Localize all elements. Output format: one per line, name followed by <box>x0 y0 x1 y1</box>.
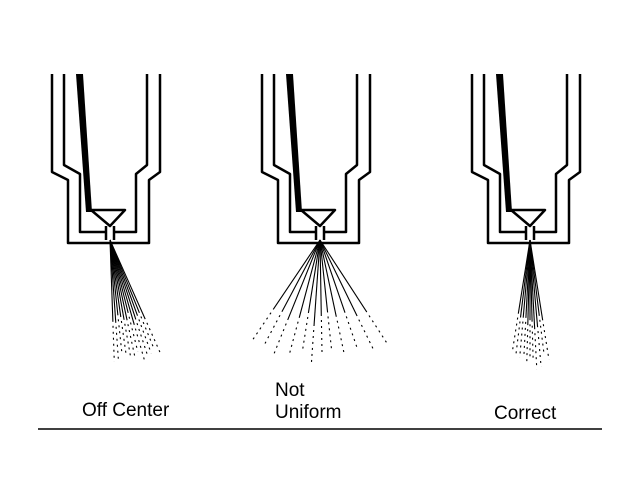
spray-stream <box>319 239 368 313</box>
needle-correct <box>496 74 512 212</box>
spray-droplets <box>127 324 136 360</box>
spray-droplets <box>120 320 127 357</box>
spray-droplets <box>511 317 519 354</box>
spray-droplets <box>302 316 309 349</box>
spray-droplets <box>289 321 299 353</box>
spray-droplets <box>252 312 272 340</box>
spray-droplets <box>140 316 155 351</box>
nozzle-not-uniform <box>260 74 372 245</box>
nozzle-off-center <box>50 74 162 245</box>
spray-droplets <box>138 319 152 354</box>
spray-droplets <box>534 333 538 370</box>
spray-not-uniform <box>252 239 387 362</box>
spray-correct <box>511 239 550 370</box>
spray-stream <box>287 239 321 321</box>
spray-stream <box>319 239 358 317</box>
spray-stream <box>319 239 337 317</box>
spray-stream <box>272 239 321 310</box>
spray-stream <box>529 239 544 321</box>
spray-droplets <box>273 323 287 354</box>
spray-droplets <box>128 316 139 352</box>
spray-droplets <box>523 321 527 358</box>
spray-droplets <box>310 329 315 362</box>
label-correct: Correct <box>494 403 557 424</box>
spray-droplets <box>320 319 323 353</box>
spray-droplets <box>124 323 132 360</box>
spray-droplets <box>327 316 332 349</box>
spray-droplets <box>542 324 550 360</box>
spray-droplets <box>117 319 123 356</box>
label-not-uniform-line1: Not <box>275 380 305 401</box>
spray-droplets <box>358 319 374 349</box>
spray-stream <box>319 239 329 313</box>
label-not-uniform: Not Uniform <box>275 380 342 424</box>
spray-droplets <box>526 329 529 366</box>
spray-droplets <box>519 321 524 358</box>
spray-droplets <box>146 322 163 356</box>
nozzle-correct <box>470 74 582 245</box>
needle-not-uniform <box>286 74 302 212</box>
spray-stream <box>319 239 346 313</box>
spray-droplets <box>264 314 281 344</box>
spray-stream <box>319 239 322 317</box>
spray-off-center <box>109 239 163 364</box>
label-off-center: Off Center <box>82 400 170 421</box>
spray-droplets <box>345 316 358 347</box>
spray-stream <box>109 239 146 320</box>
label-not-uniform-line2: Uniform <box>275 402 342 423</box>
spray-stream <box>313 239 321 327</box>
spray-droplets <box>537 331 542 368</box>
spray-droplets <box>115 326 120 363</box>
spray-droplets <box>336 320 345 353</box>
spray-droplets <box>515 321 521 358</box>
spray-droplets <box>368 315 387 343</box>
needle-off-center <box>76 74 92 212</box>
spray-stream <box>307 239 321 314</box>
spray-droplets <box>112 325 115 362</box>
spray-stream <box>281 239 321 312</box>
spray-droplets <box>531 325 534 362</box>
spray-stream <box>298 239 321 318</box>
